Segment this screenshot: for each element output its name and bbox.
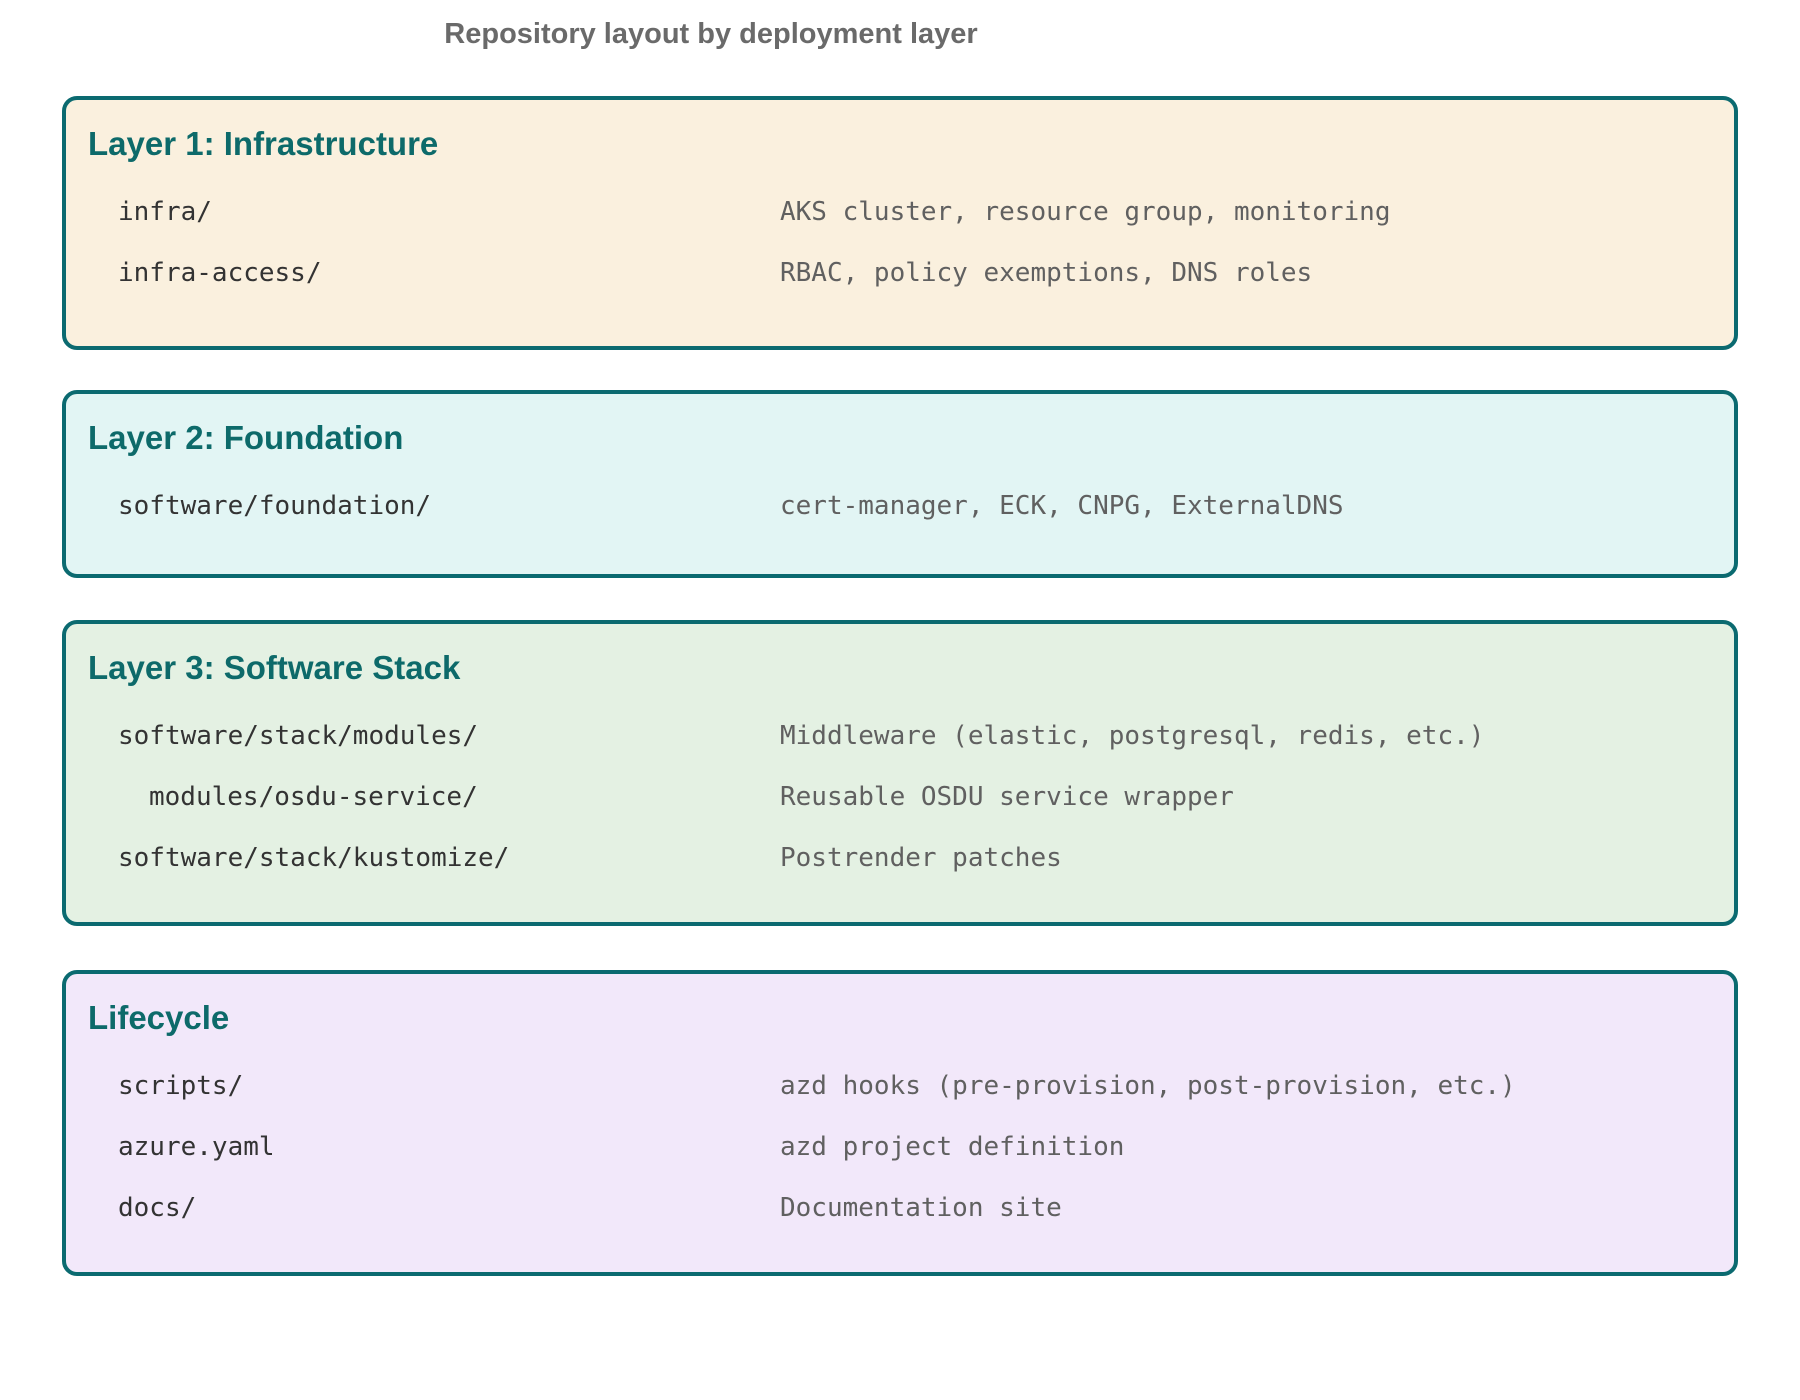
repo-row: azure.yaml azd project definition bbox=[66, 1116, 1734, 1177]
repo-row: scripts/ azd hooks (pre-provision, post-… bbox=[66, 1055, 1734, 1116]
layer-card-lifecycle: Lifecycle scripts/ azd hooks (pre-provis… bbox=[62, 970, 1738, 1276]
repo-row: software/foundation/ cert-manager, ECK, … bbox=[66, 475, 1734, 536]
repo-row-indented: modules/osdu-service/ Reusable OSDU serv… bbox=[66, 766, 1734, 827]
repo-row: software/stack/modules/ Middleware (elas… bbox=[66, 705, 1734, 766]
layer-rows: software/foundation/ cert-manager, ECK, … bbox=[66, 475, 1734, 536]
repo-path: scripts/ bbox=[118, 1070, 244, 1101]
repo-row: software/stack/kustomize/ Postrender pat… bbox=[66, 827, 1734, 888]
repo-path: modules/osdu-service/ bbox=[149, 781, 478, 812]
repo-description: azd project definition bbox=[780, 1131, 1125, 1162]
repo-path: software/stack/modules/ bbox=[118, 720, 479, 751]
layer-heading: Layer 2: Foundation bbox=[88, 419, 404, 456]
layer-card-infrastructure: Layer 1: Infrastructure infra/ AKS clust… bbox=[62, 96, 1738, 350]
repo-path: infra-access/ bbox=[118, 257, 322, 288]
layer-rows: scripts/ azd hooks (pre-provision, post-… bbox=[66, 1055, 1734, 1238]
repo-path: infra/ bbox=[118, 196, 212, 227]
layer-heading: Lifecycle bbox=[88, 999, 230, 1036]
repo-path: docs/ bbox=[118, 1192, 197, 1223]
repo-description: Middleware (elastic, postgresql, redis, … bbox=[780, 720, 1485, 751]
layer-card-foundation: Layer 2: Foundation software/foundation/… bbox=[62, 390, 1738, 578]
repo-description: AKS cluster, resource group, monitoring bbox=[780, 196, 1391, 227]
repo-description: Reusable OSDU service wrapper bbox=[780, 781, 1234, 812]
repo-row: infra-access/ RBAC, policy exemptions, D… bbox=[66, 242, 1734, 303]
repo-path: azure.yaml bbox=[118, 1131, 275, 1162]
layer-rows: infra/ AKS cluster, resource group, moni… bbox=[66, 181, 1734, 303]
diagram-title: Repository layout by deployment layer bbox=[444, 18, 978, 50]
layer-rows: software/stack/modules/ Middleware (elas… bbox=[66, 705, 1734, 888]
repo-description: RBAC, policy exemptions, DNS roles bbox=[780, 257, 1313, 288]
repo-path: software/stack/kustomize/ bbox=[118, 842, 510, 873]
repo-description: Documentation site bbox=[780, 1192, 1062, 1223]
repo-description: Postrender patches bbox=[780, 842, 1062, 873]
repo-row: docs/ Documentation site bbox=[66, 1177, 1734, 1238]
repo-row: infra/ AKS cluster, resource group, moni… bbox=[66, 181, 1734, 242]
layer-card-software-stack: Layer 3: Software Stack software/stack/m… bbox=[62, 620, 1738, 926]
layer-heading: Layer 1: Infrastructure bbox=[88, 125, 439, 162]
repo-description: cert-manager, ECK, CNPG, ExternalDNS bbox=[780, 490, 1344, 521]
layer-heading: Layer 3: Software Stack bbox=[88, 649, 461, 686]
repo-description: azd hooks (pre-provision, post-provision… bbox=[780, 1070, 1516, 1101]
repo-path: software/foundation/ bbox=[118, 490, 432, 521]
